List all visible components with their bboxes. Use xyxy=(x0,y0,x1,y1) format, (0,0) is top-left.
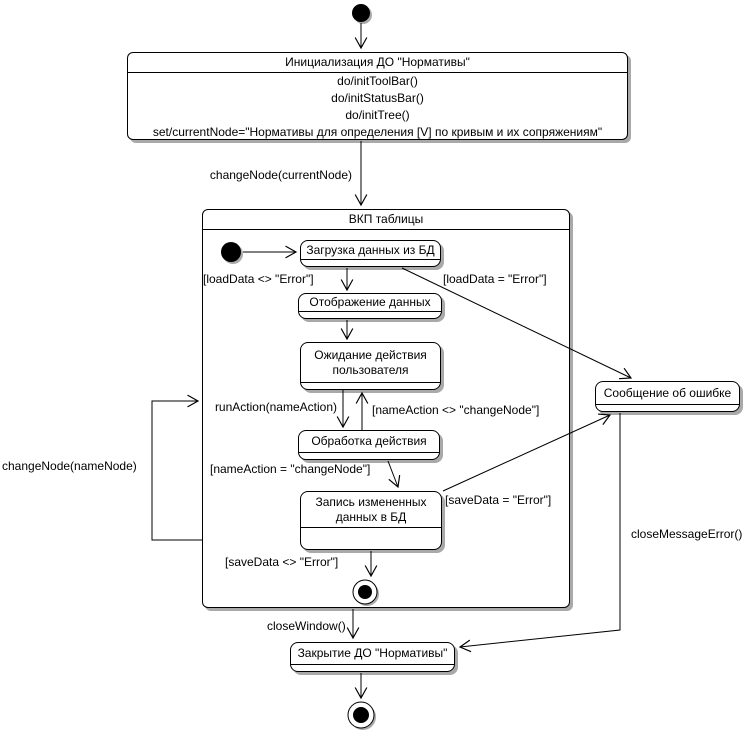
state-show-data: Отображение данных xyxy=(298,293,442,319)
state-title: Закрытие ДО "Нормативы" xyxy=(291,643,454,665)
final-state-dot xyxy=(353,707,369,723)
event-close-message-error: closeMessageError() xyxy=(631,527,743,541)
action-init-tree: do/initTree() xyxy=(345,108,410,122)
event-run-action: runAction(nameAction) xyxy=(214,400,337,414)
state-title: Обработка действия xyxy=(299,431,439,453)
state-process-action: Обработка действия xyxy=(298,430,440,460)
guard-save-error: [saveData = "Error"] xyxy=(445,493,552,507)
action-init-toolbar: do/initToolBar() xyxy=(337,74,418,88)
state-close-do: Закрытие ДО "Нормативы" xyxy=(290,642,455,672)
initial-state-icon xyxy=(352,4,370,22)
state-init-do-normativy: Инициализация ДО "Нормативы" do/initTool… xyxy=(127,52,628,140)
state-footer xyxy=(301,528,441,549)
state-title: Инициализация ДО "Нормативы" xyxy=(128,53,627,73)
shadow xyxy=(350,704,376,730)
state-footer xyxy=(301,383,440,389)
state-title: Загрузка данных из БД xyxy=(301,241,440,260)
action-set-current-node: set/currentNode="Нормативы для определен… xyxy=(152,125,603,139)
state-footer xyxy=(291,665,454,671)
state-footer xyxy=(299,312,441,318)
state-title: Сообщение об ошибке xyxy=(596,382,739,405)
guard-action-changenode: [nameAction = "changeNode"] xyxy=(210,462,371,476)
shadow xyxy=(354,6,372,24)
state-error-message: Сообщение об ошибке xyxy=(595,381,740,412)
composite-state-body xyxy=(203,230,569,607)
state-save-data: Запись измененных данных в БД xyxy=(300,491,442,550)
event-close-window: closeWindow() xyxy=(267,619,346,633)
state-load-data: Загрузка данных из БД xyxy=(300,240,441,267)
event-change-node-current: changeNode(currentNode) xyxy=(209,168,352,182)
state-title: Ожидание действия пользователя xyxy=(301,343,440,383)
arrow-table-self-loop xyxy=(151,394,202,541)
state-wait-user: Ожидание действия пользователя xyxy=(300,342,441,390)
guard-action-not-changenode: [nameAction <> "changeNode"] xyxy=(372,403,540,417)
final-state-icon xyxy=(347,701,375,729)
event-change-node-name: changeNode(nameNode) xyxy=(2,459,137,473)
state-title: ВКП таблицы xyxy=(203,210,569,230)
guard-save-ok: [saveData <> "Error"] xyxy=(225,555,339,569)
action-init-statusbar: do/initStatusBar() xyxy=(331,91,424,105)
state-title: Отображение данных xyxy=(299,294,441,312)
state-title: Запись измененных данных в БД xyxy=(301,492,441,528)
state-footer xyxy=(301,260,440,266)
guard-load-error: [loadData = "Error"] xyxy=(443,272,547,286)
state-footer xyxy=(299,453,439,459)
state-footer xyxy=(596,405,739,411)
guard-load-ok: [loadData <> "Error"] xyxy=(203,272,314,286)
state-actions: do/initToolBar() do/initStatusBar() do/i… xyxy=(128,73,627,141)
